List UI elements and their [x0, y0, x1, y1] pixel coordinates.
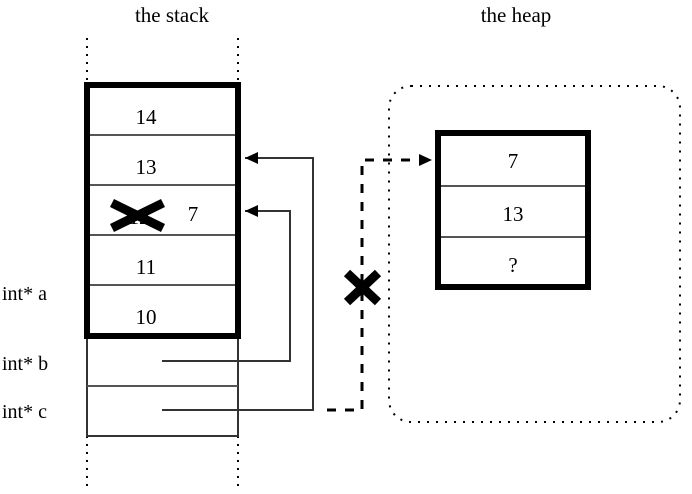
heap-cell-value-0: 7	[508, 149, 519, 173]
heap-block	[435, 130, 591, 290]
pointer-line-b-to-stack	[162, 205, 291, 362]
stack-continuation-lines	[86, 38, 239, 489]
stack-cell-value-0: 14	[136, 105, 158, 129]
pointer-line-c-to-stack	[162, 152, 314, 411]
broken-heap-pointer-icon	[343, 269, 382, 306]
stack-cell-value-3: 11	[136, 255, 156, 279]
stack-var-label-b: int* b	[2, 353, 48, 375]
heap-cell-value-2: ?	[508, 253, 517, 277]
stack-title: the stack	[135, 3, 210, 27]
stack-pointer-cells	[86, 335, 239, 437]
stack-cell-value-2-new: 7	[188, 202, 199, 226]
stack-cell-value-1: 13	[136, 155, 157, 179]
pointer-line-dangling-to-heap	[327, 154, 432, 412]
stack-var-label-a: int* a	[2, 283, 47, 305]
stack-var-label-c: int* c	[2, 401, 47, 423]
heap-title: the heap	[481, 3, 552, 27]
stack-cell-value-4: 10	[136, 305, 157, 329]
heap-region-boundary	[388, 85, 681, 423]
struck-value-12-icon	[110, 198, 165, 233]
heap-cell-value-1: 13	[503, 202, 524, 226]
stack-array-frame	[84, 82, 241, 339]
